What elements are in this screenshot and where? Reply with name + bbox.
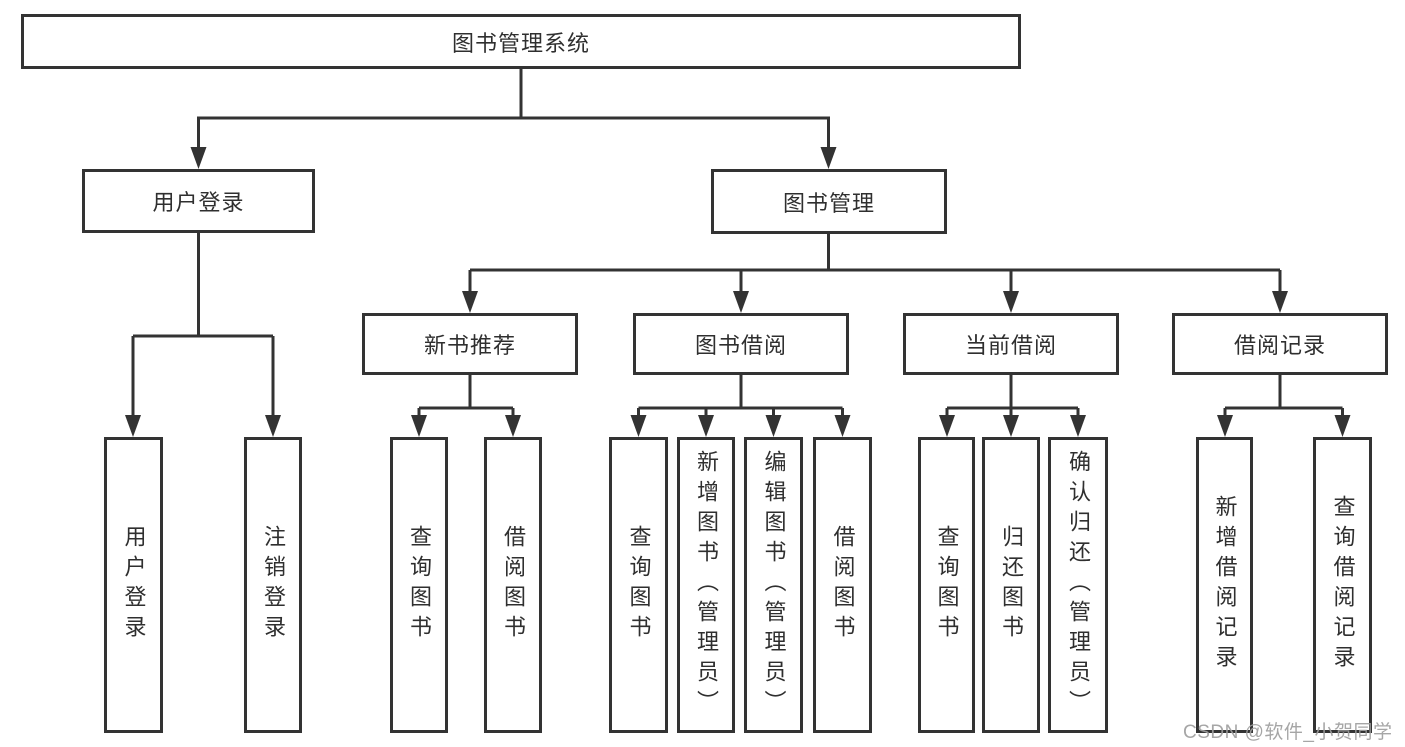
edge-book-management-to-level3 (462, 234, 1288, 313)
leaf-nbr-query-books: 查询图书 (390, 437, 448, 733)
leaf-cb-return-books: 归还图书 (982, 437, 1040, 733)
node-borrowing-records: 借阅记录 (1172, 313, 1388, 375)
node-root-label: 图书管理系统 (451, 30, 590, 56)
node-current-borrowing-label: 当前借阅 (964, 333, 1057, 358)
leaf-bb-borrow-books: 借阅图书 (813, 437, 872, 733)
edge-borrowing-records-to-leaves (1217, 375, 1351, 437)
node-user-login-label: 用户登录 (152, 190, 245, 215)
leaf-br-add-record: 新增借阅记录 (1196, 437, 1253, 733)
leaf-bb-add-books: 新增图书（管理员） (677, 437, 735, 733)
node-book-borrowing: 图书借阅 (633, 313, 849, 375)
edge-root-to-level2 (190, 69, 837, 169)
edge-new-book-recommend-to-leaves (411, 375, 521, 437)
node-borrowing-records-label: 借阅记录 (1233, 333, 1326, 358)
leaf-cb-confirm-return: 确认归还（管理员） (1048, 437, 1108, 733)
leaf-cb-return-books-label: 归还图书 (999, 525, 1024, 645)
edge-current-borrowing-to-leaves (939, 375, 1086, 437)
leaf-br-query-record-label: 查询借阅记录 (1330, 495, 1356, 675)
leaf-br-query-record: 查询借阅记录 (1313, 437, 1372, 733)
leaf-user-login: 用户登录 (104, 437, 163, 733)
node-user-login: 用户登录 (82, 169, 315, 233)
leaf-bb-query-books: 查询图书 (609, 437, 668, 733)
leaf-cb-confirm-return-label: 确认归还（管理员） (1066, 450, 1091, 720)
node-new-book-recommend: 新书推荐 (362, 313, 578, 375)
leaf-nbr-borrow-books-label: 借阅图书 (501, 525, 526, 645)
leaf-logout: 注销登录 (244, 437, 302, 733)
leaf-cb-query-books: 查询图书 (918, 437, 975, 733)
leaf-br-add-record-label: 新增借阅记录 (1212, 495, 1238, 675)
leaf-bb-edit-books: 编辑图书（管理员） (744, 437, 803, 733)
node-root: 图书管理系统 (21, 14, 1021, 69)
leaf-bb-add-books-label: 新增图书（管理员） (694, 450, 719, 720)
leaf-nbr-borrow-books: 借阅图书 (484, 437, 542, 733)
leaf-cb-query-books-label: 查询图书 (934, 525, 960, 645)
node-book-borrowing-label: 图书借阅 (694, 333, 787, 358)
leaf-bb-borrow-books-label: 借阅图书 (830, 525, 856, 645)
edge-book-borrowing-to-leaves (630, 375, 851, 437)
leaf-bb-query-books-label: 查询图书 (626, 525, 652, 645)
leaf-nbr-query-books-label: 查询图书 (407, 525, 432, 645)
node-new-book-recommend-label: 新书推荐 (423, 333, 516, 358)
node-book-management-label: 图书管理 (782, 190, 875, 216)
node-current-borrowing: 当前借阅 (903, 313, 1119, 375)
leaf-user-login-label: 用户登录 (121, 525, 147, 645)
leaf-logout-label: 注销登录 (261, 525, 286, 645)
csdn-watermark: CSDN @软件_小贺同学 (1183, 722, 1393, 743)
node-book-management: 图书管理 (711, 169, 947, 234)
edge-user-login-to-leaves (125, 233, 281, 437)
leaf-bb-edit-books-label: 编辑图书（管理员） (761, 450, 787, 720)
